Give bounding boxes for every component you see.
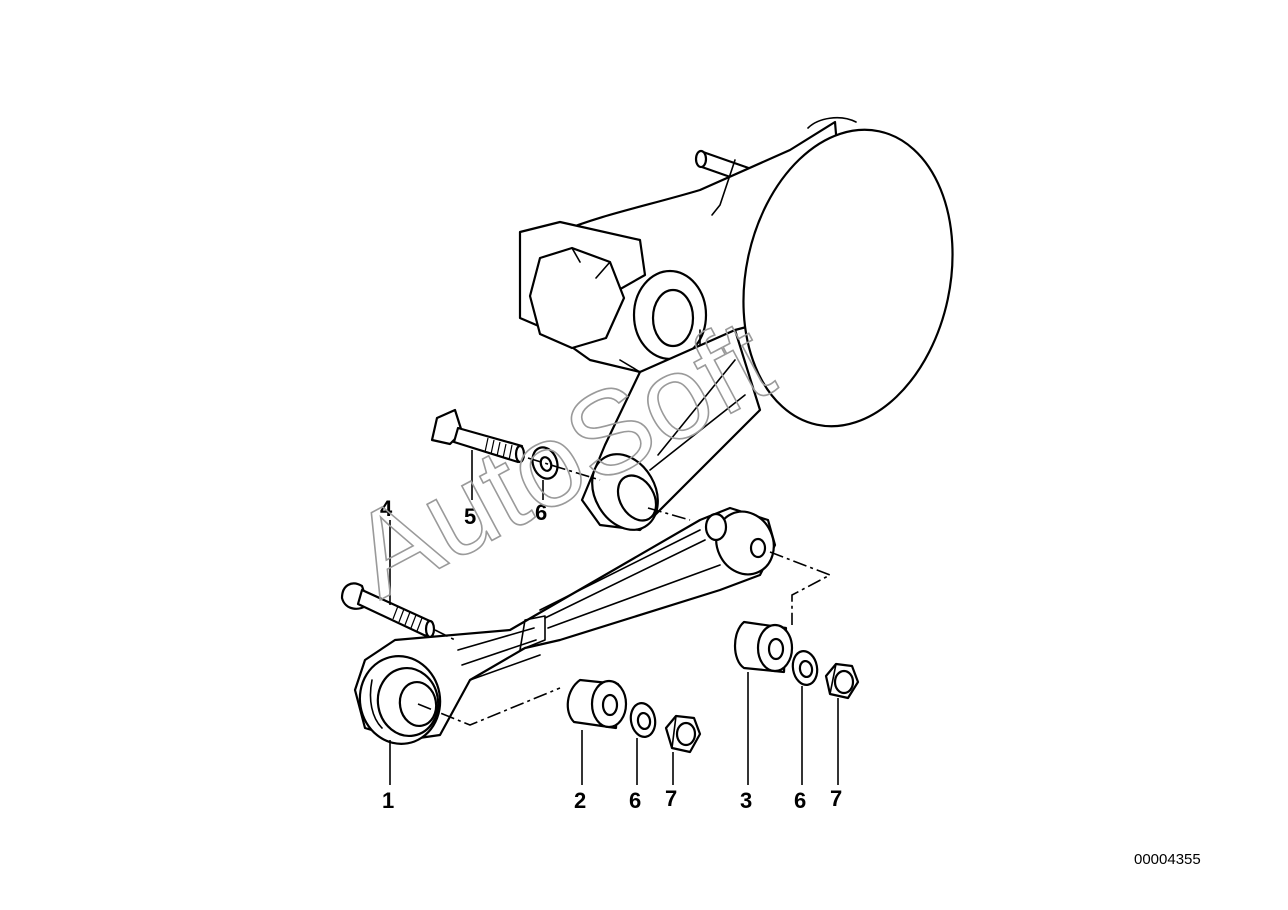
torque-strut-part-1 [353, 506, 777, 745]
document-number: 00004355 [1134, 851, 1201, 868]
callout-2: 2 [574, 788, 586, 813]
hex-bolt-part-4 [340, 582, 436, 639]
callout-6-lower-left: 6 [629, 788, 641, 813]
rubber-bushing-part-3 [733, 620, 794, 674]
final-drive-housing [518, 116, 954, 532]
hex-nut-part-7-left [664, 714, 702, 754]
callout-7-right: 7 [830, 786, 842, 811]
callout-6-upper: 6 [535, 500, 547, 525]
callout-4: 4 [380, 496, 393, 521]
callout-7-left: 7 [665, 786, 677, 811]
washer-part-6-upper [531, 446, 559, 480]
callout-6-lower-right: 6 [794, 788, 806, 813]
washer-part-6-lower-right [791, 650, 819, 686]
callout-1: 1 [382, 788, 394, 813]
callout-3: 3 [740, 788, 752, 813]
assembly-center-lines [417, 457, 832, 726]
leader-lines [389, 450, 839, 785]
hex-bolt-part-5 [430, 408, 526, 464]
callout-5: 5 [464, 504, 476, 529]
hex-nut-part-7-right [824, 662, 860, 700]
callout-numbers: 4 5 6 1 2 6 7 3 6 7 [380, 496, 842, 813]
rubber-bushing-part-2 [566, 678, 628, 730]
washer-part-6-lower-left [629, 702, 657, 738]
